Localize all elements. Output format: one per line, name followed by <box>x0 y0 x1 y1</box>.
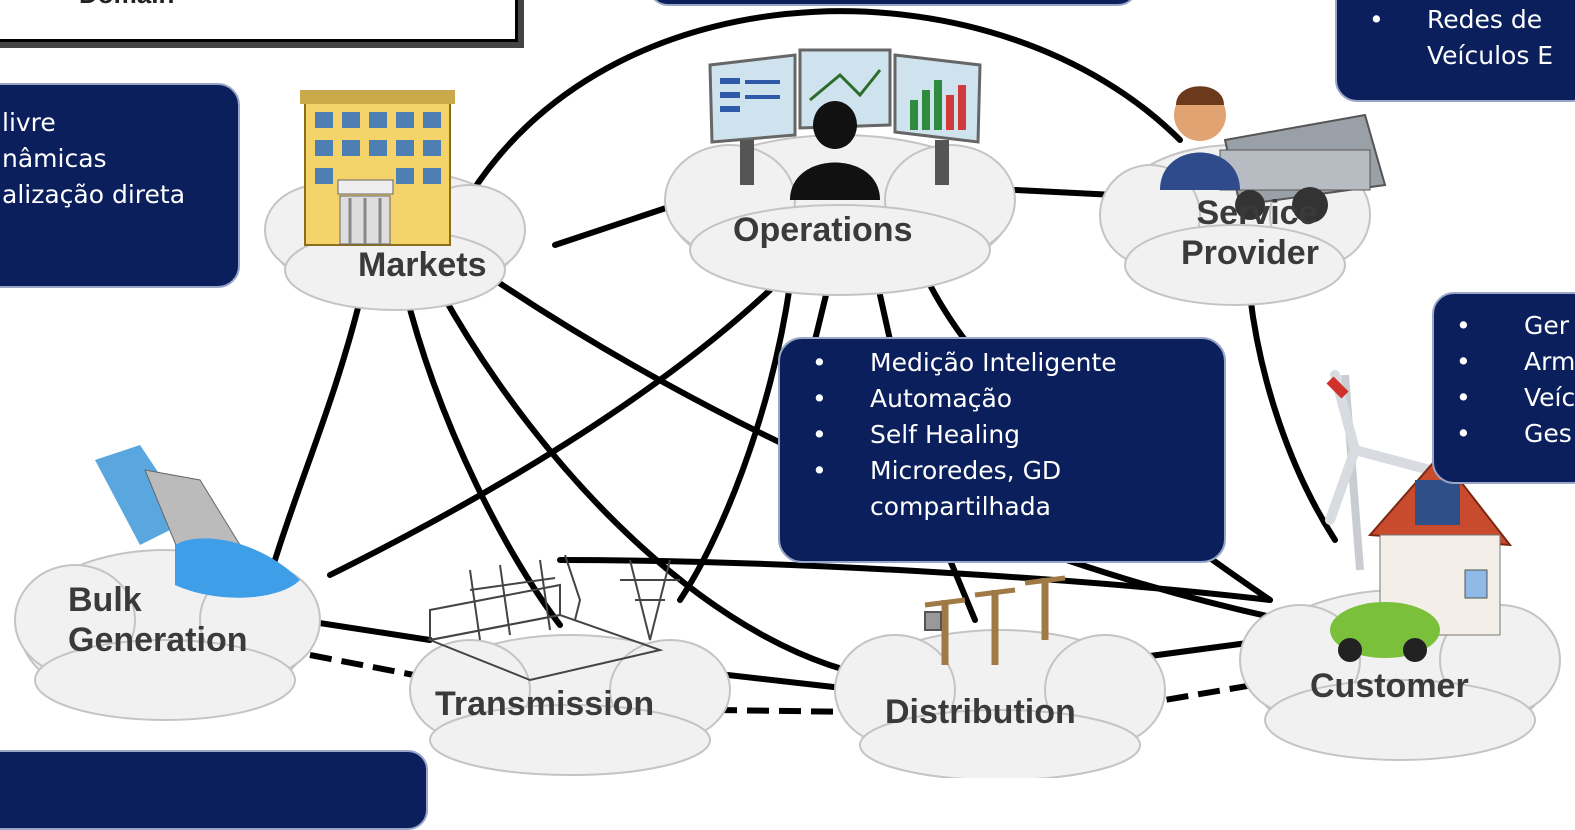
callout-center-list: • Medição Inteligente • Automação • Self He… <box>780 345 1224 525</box>
service-provider-icon <box>1160 86 1387 223</box>
callout-left-line3: alização direta <box>2 180 186 209</box>
node-label-operations: Operations <box>733 211 913 249</box>
bullet: • <box>812 348 827 377</box>
callout-top-right-text1: Redes de <box>1427 5 1543 34</box>
callout-left-line2: nâmicas <box>2 144 107 173</box>
callout-top-right: • Redes de Veículos E <box>1335 0 1575 102</box>
callout-right-text: Ges <box>1524 419 1572 448</box>
operations-monitors-icon <box>708 48 982 200</box>
node-label-distribution: Distribution <box>885 693 1076 731</box>
callout-left-line1: livre <box>2 108 56 137</box>
connection-lines <box>272 8 1338 693</box>
node-label-service-provider: Service Provider <box>1181 193 1319 273</box>
link-service-customer <box>1247 292 1338 543</box>
callout-center: • Medição Inteligente • Automação • Self He… <box>778 337 1226 563</box>
node-label-customer: Customer <box>1310 667 1469 705</box>
callout-center-item-continuation: compartilhada <box>780 489 1224 525</box>
callout-center-text: Medição Inteligente <box>870 348 1117 377</box>
link-markets-transmission <box>402 287 563 628</box>
link-bulk-transmission <box>297 617 433 643</box>
domain-box-text: Domain <box>79 0 174 10</box>
callout-right-item: • Arm <box>1434 344 1575 380</box>
callout-right-text: Arm <box>1524 347 1575 376</box>
bullet: • <box>1456 383 1471 412</box>
domain-box: Domain <box>0 0 518 42</box>
bullet: • <box>812 384 827 413</box>
hydro-dam-icon <box>95 445 300 598</box>
callout-bottom-left <box>0 750 428 830</box>
callout-top-right-line1: • Redes de <box>1337 2 1575 38</box>
smart-grid-diagram <box>14 8 1561 778</box>
bullet: • <box>1456 347 1471 376</box>
callout-right: • Ger • Arm • Veíc • Ges <box>1432 292 1575 484</box>
node-label-markets: Markets <box>358 246 487 284</box>
callout-top-center <box>648 0 1138 6</box>
link-operations-transmission <box>677 282 793 603</box>
callout-right-item: • Veíc <box>1434 380 1575 416</box>
callout-center-item: • Microredes, GD <box>780 453 1224 489</box>
bullet: • <box>1456 311 1471 340</box>
node-label-transmission: Transmission <box>435 685 655 723</box>
callout-right-item: • Ger <box>1434 308 1575 344</box>
distribution-poles-icon <box>924 575 1066 665</box>
bullet: • <box>812 420 827 449</box>
callout-center-item: • Automação <box>780 381 1224 417</box>
link-markets-bulk <box>272 297 363 563</box>
callout-center-item: • Medição Inteligente <box>780 345 1224 381</box>
link-markets-distribution <box>437 287 898 683</box>
node-label-service-line1: Service <box>1196 194 1318 232</box>
cloud-operations <box>664 134 1016 296</box>
callout-right-text: Ger <box>1524 311 1570 340</box>
node-label-bulk-generation: Bulk Generation <box>68 580 247 660</box>
link-operations-distribution-a <box>812 292 829 343</box>
callout-right-list: • Ger • Arm • Veíc • Ges <box>1434 308 1575 452</box>
bullet: • <box>812 456 827 485</box>
link-transmission-customer <box>557 557 1273 603</box>
callout-center-text: compartilhada <box>870 492 1051 521</box>
callout-right-text: Veíc <box>1524 383 1575 412</box>
bullet: • <box>1369 5 1384 34</box>
cloud-transmission <box>409 634 731 776</box>
node-label-service-line2: Provider <box>1181 234 1319 272</box>
callout-top-right-line2: Veículos E <box>1427 41 1554 70</box>
node-label-bulk-line1: Bulk <box>68 581 142 619</box>
callout-center-text: Self Healing <box>870 420 1021 449</box>
link-distribution-center <box>947 557 978 623</box>
link-operations-service <box>1012 187 1118 198</box>
callout-right-item: • Ges <box>1434 416 1575 452</box>
callout-left: livre nâmicas alização direta <box>0 83 240 288</box>
link-operations-bulk <box>327 287 773 578</box>
transmission-substation-icon <box>426 554 680 682</box>
market-building-icon <box>300 90 455 246</box>
link-markets-operations-arc <box>467 8 1183 198</box>
cloud-distribution <box>834 629 1166 778</box>
node-label-bulk-line2: Generation <box>68 621 248 659</box>
customer-home-icon <box>1325 370 1513 662</box>
bullet: • <box>1456 419 1471 448</box>
callout-center-text: Automação <box>870 384 1013 413</box>
link-operations-distribution-b <box>877 292 893 343</box>
dash-transmission-distribution <box>714 707 861 715</box>
callout-center-item: • Self Healing <box>780 417 1224 453</box>
callout-center-text: Microredes, GD <box>870 456 1062 485</box>
